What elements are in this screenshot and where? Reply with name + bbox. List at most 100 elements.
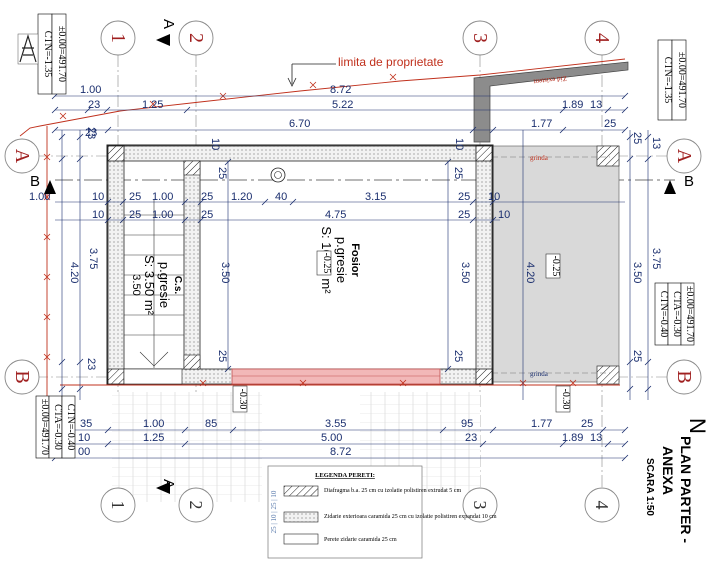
room-fosior-name: Fosior <box>349 243 361 277</box>
legend-swatch-concrete <box>283 485 319 497</box>
section-a-bottom: A <box>160 479 177 489</box>
level-top-right: CTN=-1.35 ±0.00=491.70 <box>657 39 687 121</box>
level-tl-2: ±0.00=491.70 <box>56 26 67 82</box>
level-rm-1: CTN=-0.40 <box>658 291 669 337</box>
axis-col-4-bottom: 4 <box>592 501 612 510</box>
dim-r3-c: 1.77 <box>531 118 552 130</box>
title-line2: ANEXA <box>660 446 676 495</box>
dim-b2-1: 5.00 <box>321 432 342 444</box>
dim-10-a: 10 <box>209 138 221 150</box>
dim-i2-3: 25 <box>201 209 213 221</box>
dim-i2-0: 10 <box>92 209 104 221</box>
dim-25-a: 25 <box>216 167 228 179</box>
dim-v-inner-0: 3.50 <box>219 262 231 283</box>
dim-i2-5: 25 <box>458 209 470 221</box>
legend-item-0: Diafragma b.a. 25 cm cu izolatie polisti… <box>324 487 461 494</box>
level-bl-1: CTN=-0.40 <box>65 404 76 450</box>
dim-v-right-1: 3.50 <box>631 262 643 283</box>
dim-bot-left2: 00 <box>78 446 90 458</box>
level-right-mid: CTN=-0.40 CTA=-0.30 ±0.00=491.70 <box>654 282 695 346</box>
dim-10-b: 10 <box>453 138 465 150</box>
dim-i1-1: 25 <box>129 191 141 203</box>
dim-i2-4: 4.75 <box>325 209 346 221</box>
dim-r2-0: 23 <box>88 99 100 111</box>
dim-top-total: 8.72 <box>330 84 351 96</box>
dim-b1-1: 1.00 <box>143 418 164 430</box>
dimension-lines <box>55 95 649 459</box>
dim-b1-4: 95 <box>461 418 473 430</box>
terrace-column-top <box>596 145 620 167</box>
dim-25-b: 25 <box>452 167 464 179</box>
room-cs-name: C.s. <box>172 276 183 295</box>
section-b-right: B <box>684 173 694 190</box>
terrace-level: -0.25 <box>550 256 561 277</box>
dim-b2-3: 1.89 <box>562 432 583 444</box>
dim-v-left-1: 3.75 <box>87 248 99 269</box>
dim-v-right-4: 13 <box>650 137 662 149</box>
room-cs: C.s. p.gresie S: 3.50 m² 3.50 <box>130 255 183 316</box>
level-tl-1: CTN=-1.35 <box>42 31 53 77</box>
section-markers: A A B B <box>30 19 694 494</box>
dim-r3-b: 6.70 <box>289 118 310 130</box>
drain-icon <box>270 167 286 183</box>
room-fosior-finish: p.gresie <box>334 237 349 283</box>
dim-r2-2: 5.22 <box>332 99 353 111</box>
axis-row-b-left: B <box>11 370 33 383</box>
level-top-left: CTN=-1.35 ±0.00=491.70 <box>37 13 67 95</box>
dim-v-right-0: 3.75 <box>650 248 662 269</box>
dim-b1-3: 3.55 <box>325 418 346 430</box>
dim-b1-0: 35 <box>80 418 92 430</box>
axis-bubbles: 1 2 3 4 1 2 3 4 A B A B <box>4 20 702 523</box>
north-label: N <box>685 418 710 434</box>
interior-wall <box>183 160 201 370</box>
room-cs-dim: 3.50 <box>130 274 142 295</box>
existing-wall-label: Zid existent <box>533 74 567 85</box>
dim-b2-2: 23 <box>465 432 477 444</box>
dim-b1-6: 25 <box>581 418 593 430</box>
dim-b1-2: 85 <box>205 418 217 430</box>
dim-bot-left: 10 <box>78 432 90 444</box>
dim-i2-1: 25 <box>129 209 141 221</box>
dim-v-right-2: 25 <box>631 132 643 144</box>
legend-item-1: Zidarie exterioara caramida 25 cm cu izo… <box>324 514 497 520</box>
level-rm-3: ±0.00=491.70 <box>684 286 695 342</box>
dim-bot-total: 8.72 <box>330 446 351 458</box>
stair <box>124 200 184 368</box>
dim-b1-5: 1.77 <box>531 418 552 430</box>
dim-v-inner-3: 25 <box>452 350 464 362</box>
dim-i1-8: 10 <box>488 191 500 203</box>
axis-col-1-top: 1 <box>107 33 129 43</box>
axis-col-3-bottom: 3 <box>470 501 490 510</box>
room-cs-area: S: 3.50 m² <box>142 255 157 316</box>
dim-i1-7: 25 <box>458 191 470 203</box>
axis-col-2-top: 2 <box>185 33 207 43</box>
entry-right-level: -0.30 <box>560 389 571 410</box>
beam-label-bottom: grinda <box>530 370 549 378</box>
legend-swatch-masonry-insul <box>283 511 319 523</box>
terrace-column-bottom <box>596 365 620 385</box>
legend-swatch-masonry <box>283 533 319 545</box>
level-rm-2: CTA=-0.30 <box>671 291 682 337</box>
dim-v-inner-1: 3.50 <box>459 262 471 283</box>
dim-r3-d: 25 <box>604 118 616 130</box>
property-line <box>19 58 626 137</box>
level-tr-2: ±0.00=491.70 <box>676 52 687 108</box>
title-scale: SCARA 1:50 <box>644 458 655 516</box>
dim-top-left: 1.00 <box>80 84 101 96</box>
legend-side-dims: 25 | 10 | 25 | 10 <box>270 490 278 533</box>
dim-i1-5: 40 <box>275 191 287 203</box>
existing-wall <box>473 61 629 143</box>
dim-v-inner-4: 4.20 <box>524 262 536 283</box>
dim-i1-6: 3.15 <box>365 191 386 203</box>
dim-v-right-3: 25 <box>631 350 643 362</box>
section-b-left: B <box>30 173 40 190</box>
axis-row-a-right: A <box>673 149 695 164</box>
dim-r2-4: 13 <box>590 99 602 111</box>
dim-i2-2: 1.00 <box>152 209 173 221</box>
dim-i2-6: 10 <box>498 209 510 221</box>
level-bl-2: CTA=-0.30 <box>52 404 63 450</box>
level-bl-3: ±0.00=491.70 <box>39 399 50 455</box>
dim-v-left-2: 23 <box>85 127 97 139</box>
beam-label-top: grinda <box>530 154 549 162</box>
